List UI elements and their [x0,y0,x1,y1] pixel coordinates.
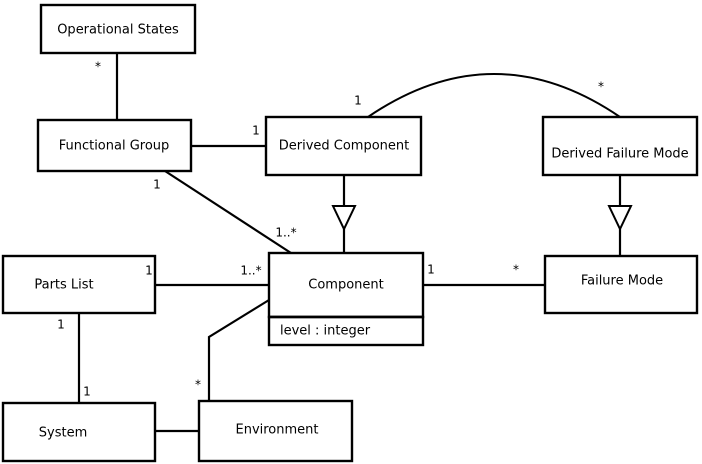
class-label-parts-list: Parts List [34,278,93,293]
class-label-functional-group: Functional Group [59,139,170,154]
multiplicity-functional-group-component-many: 1..* [275,226,296,240]
class-rect-functional-group [36,118,193,173]
multiplicity-operational-states-star: * [95,60,101,74]
multiplicity-functional-group-component-one: 1 [153,178,161,192]
class-rect-component [267,251,425,319]
class-label-system: System [39,426,87,441]
multiplicity-parts-list-one: 1 [145,264,153,278]
class-rect-environment [197,399,354,463]
association-derived-component-derived-failure-mode [367,73,621,118]
class-box-environment[interactable]: Environment [197,399,354,463]
class-rect-parts-list [1,254,157,315]
class-box-parts-list[interactable]: Parts List [1,254,157,315]
class-rect-operational-states [39,3,197,55]
association-functional-group-component [164,170,292,254]
generalization-arrowhead-derived-component [331,205,357,232]
class-label-environment: Environment [235,423,318,438]
class-attribute-compartment-component [267,315,425,347]
class-rect-failure-mode [543,254,699,315]
class-label-component: Component [308,278,383,293]
association-component-environment [207,299,270,401]
generalization-arrowhead-derived-failure-mode [607,205,633,232]
class-label-derived-component: Derived Component [279,139,410,154]
class-label-derived-failure-mode: Derived Failure Mode [551,147,688,162]
multiplicity-functional-group-derived-component: 1 [252,124,260,138]
class-box-derived-failure-mode[interactable]: Derived Failure Mode [541,115,699,177]
class-box-component[interactable]: Component level : integer [267,251,425,347]
class-attribute-component-level: level : integer [280,324,371,339]
class-label-failure-mode: Failure Mode [581,274,663,289]
class-box-functional-group[interactable]: Functional Group [36,118,193,173]
class-box-system[interactable]: System [1,401,157,463]
multiplicity-parts-list-system-bottom: 1 [83,385,91,399]
multiplicity-component-environment-star: * [195,378,201,392]
class-box-operational-states[interactable]: Operational States [39,3,197,55]
class-box-derived-component[interactable]: Derived Component [264,115,423,177]
class-rect-derived-component [264,115,423,177]
class-rect-derived-failure-mode [541,115,699,177]
multiplicity-arc-derived-failure-mode-star: * [598,80,604,94]
class-rect-system [1,401,157,463]
multiplicity-component-failure-mode-one: 1 [427,263,435,277]
multiplicity-arc-derived-component-one: 1 [354,94,362,108]
multiplicity-component-failure-mode-star: * [513,263,519,277]
class-box-failure-mode[interactable]: Failure Mode [543,254,699,315]
multiplicity-parts-list-system-top: 1 [57,318,65,332]
class-label-operational-states: Operational States [57,23,179,38]
multiplicity-parts-list-component-many: 1..* [240,264,261,278]
